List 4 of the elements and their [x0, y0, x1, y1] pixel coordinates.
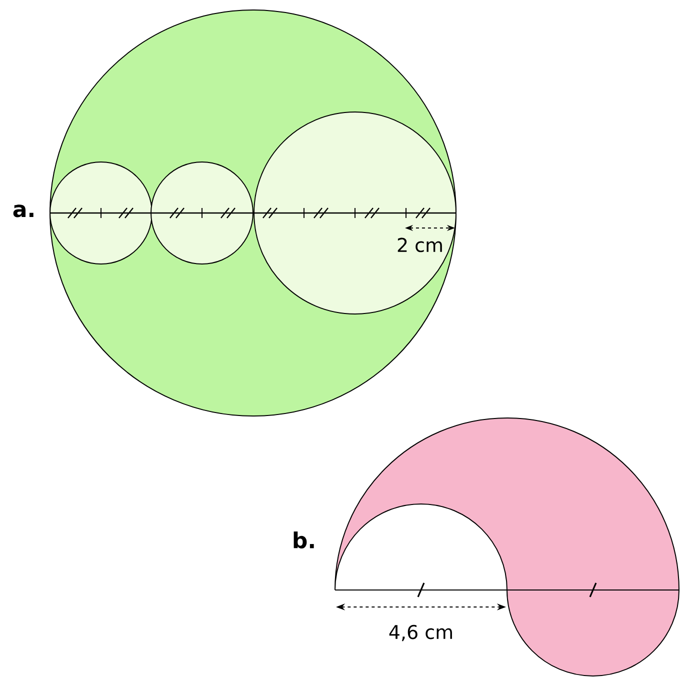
figure-label: b. — [294, 531, 314, 548]
dimension-label: 2 cm — [398, 238, 442, 252]
figure-label: a. — [13, 204, 34, 218]
dimension-label: 4,6 cm — [389, 624, 452, 642]
